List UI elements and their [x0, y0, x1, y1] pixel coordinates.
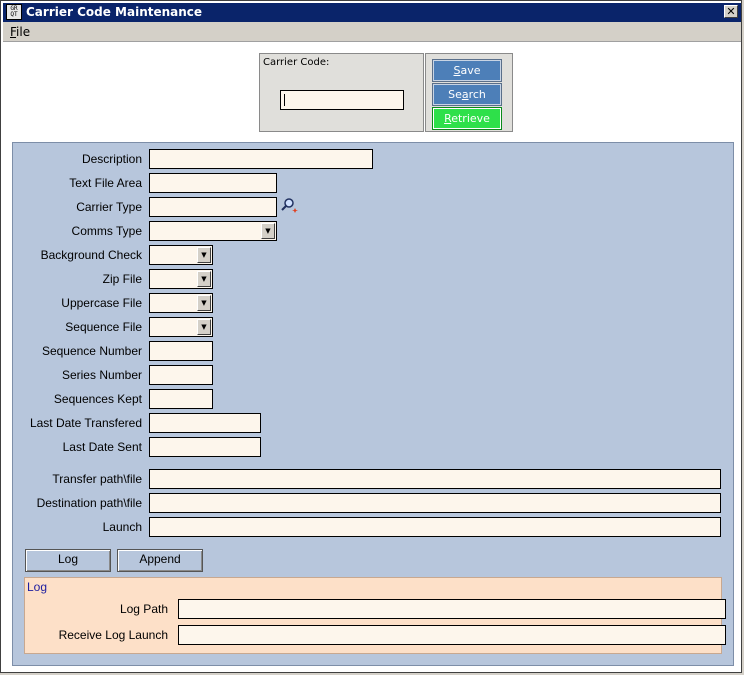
receive-log-launch-label: Receive Log Launch — [58, 628, 168, 642]
search-label-pre: Se — [448, 88, 462, 101]
launch-input[interactable] — [149, 517, 721, 537]
close-button[interactable]: ✕ — [724, 5, 738, 18]
text-file-area-label: Text File Area — [69, 176, 142, 190]
carrier-type-label: Carrier Type — [76, 200, 142, 214]
destination-path-input[interactable] — [149, 493, 721, 513]
uppercase-file-label: Uppercase File — [61, 296, 142, 310]
transfer-path-label: Transfer path\file — [52, 472, 142, 486]
text-file-area-input[interactable] — [149, 173, 277, 193]
tab-log[interactable]: Log — [25, 549, 111, 572]
comms-type-select[interactable]: ▼ — [149, 221, 277, 241]
carrier-details-panel: Description Text File Area Carrier Type … — [12, 142, 734, 666]
window-title: Carrier Code Maintenance — [26, 5, 203, 19]
zip-file-label: Zip File — [102, 272, 142, 286]
description-input[interactable] — [149, 149, 373, 169]
chevron-down-icon[interactable]: ▼ — [197, 295, 211, 311]
destination-path-label: Destination path\file — [36, 496, 142, 510]
save-button[interactable]: Save — [432, 59, 502, 82]
menu-bar: File — [3, 22, 741, 42]
sequence-file-select[interactable]: ▼ — [149, 317, 213, 337]
carrier-code-label: Carrier Code: — [263, 57, 330, 68]
chevron-down-icon[interactable]: ▼ — [197, 247, 211, 263]
transfer-path-input[interactable] — [149, 469, 721, 489]
chevron-down-icon[interactable]: ▼ — [197, 319, 211, 335]
sequences-kept-label: Sequences Kept — [53, 392, 142, 406]
log-path-label: Log Path — [119, 602, 168, 616]
series-number-input[interactable] — [149, 365, 213, 385]
carrier-type-input[interactable] — [149, 197, 277, 217]
search-button[interactable]: Search — [432, 83, 502, 106]
last-date-transfered-label: Last Date Transfered — [29, 416, 142, 430]
comms-type-label: Comms Type — [71, 224, 142, 238]
text-caret — [284, 94, 285, 106]
log-path-input[interactable] — [178, 599, 726, 619]
sequence-number-input[interactable] — [149, 341, 213, 361]
sequences-kept-input[interactable] — [149, 389, 213, 409]
search-label: rch — [468, 88, 486, 101]
carrier-code-panel: Carrier Code: — [259, 53, 424, 132]
carrier-code-input[interactable] — [280, 90, 404, 110]
background-check-select[interactable]: ▼ — [149, 245, 213, 265]
save-label: ave — [460, 64, 481, 77]
launch-label: Launch — [102, 520, 142, 534]
sequence-file-label: Sequence File — [65, 320, 142, 334]
log-panel: Log Log Path Receive Log Launch — [24, 577, 726, 654]
zip-file-select[interactable]: ▼ — [149, 269, 213, 289]
chevron-down-icon[interactable]: ▼ — [261, 223, 275, 239]
content-area: Carrier Code: Save Search Retrieve Descr… — [3, 43, 741, 672]
tab-append[interactable]: Append — [117, 549, 203, 572]
last-date-sent-input[interactable] — [149, 437, 261, 457]
menu-file[interactable]: File — [10, 25, 30, 39]
description-label: Description — [81, 152, 142, 166]
search-mnemonic: a — [461, 88, 469, 101]
retrieve-button[interactable]: Retrieve — [432, 107, 502, 130]
series-number-label: Series Number — [61, 368, 142, 382]
last-date-transfered-input[interactable] — [149, 413, 261, 433]
magnifier-lookup-icon[interactable] — [281, 197, 301, 215]
chevron-down-icon[interactable]: ▼ — [197, 271, 211, 287]
save-mnemonic: S — [453, 64, 461, 77]
menu-file-label: ile — [16, 25, 31, 39]
receive-log-launch-input[interactable] — [178, 625, 726, 645]
retrieve-label: etrieve — [451, 112, 490, 125]
last-date-sent-label: Last Date Sent — [62, 440, 142, 454]
action-button-panel: Save Search Retrieve — [425, 53, 513, 132]
background-check-label: Background Check — [40, 248, 142, 262]
retrieve-mnemonic: R — [444, 112, 452, 125]
log-panel-title: Log — [27, 580, 48, 594]
sequence-number-label: Sequence Number — [41, 344, 142, 358]
menu-file-mnemonic: F — [10, 25, 17, 39]
uppercase-file-select[interactable]: ▼ — [149, 293, 213, 313]
